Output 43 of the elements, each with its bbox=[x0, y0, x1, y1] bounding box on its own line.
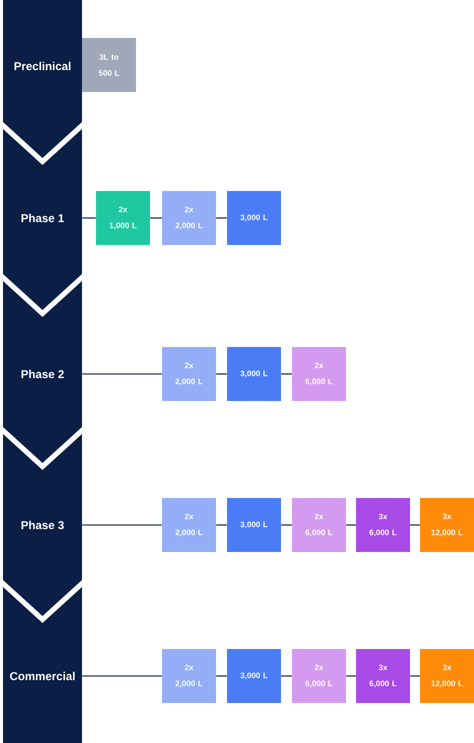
capacity-box: 2x 2,000 L bbox=[162, 347, 216, 401]
stage-band: Phase 3 bbox=[3, 434, 82, 616]
capacity-box: 3x 6,000 L bbox=[356, 649, 410, 703]
capacity-box: 3,000 L bbox=[227, 649, 281, 703]
capacity-box: 3x 12,000 L bbox=[420, 498, 474, 552]
node-label: Phase 3 bbox=[22, 520, 64, 530]
connector-line bbox=[82, 373, 162, 375]
capacity-box: 3L to 500 L bbox=[82, 38, 136, 92]
connector-line bbox=[216, 675, 227, 677]
connector-line bbox=[216, 217, 227, 219]
connector-line bbox=[150, 217, 162, 219]
stage-band: Phase 2 bbox=[3, 281, 82, 463]
connector-line bbox=[346, 675, 356, 677]
capacity-box: 3x 6,000 L bbox=[356, 498, 410, 552]
capacity-box: 2x 6,000 L bbox=[292, 347, 346, 401]
capacity-box: 2x 2,000 L bbox=[162, 191, 216, 245]
capacity-box: 3x 12,000 L bbox=[420, 649, 474, 703]
connector-line bbox=[82, 524, 162, 526]
node-label: Phase 1 bbox=[22, 214, 64, 222]
stage-band: Preclinical bbox=[3, 0, 82, 158]
capacity-box: 3,000 L bbox=[227, 347, 281, 401]
stage-band: Commercial bbox=[3, 587, 82, 743]
connector-line bbox=[346, 524, 356, 526]
node-label: Commercial bbox=[10, 672, 75, 680]
connector-line bbox=[410, 675, 420, 677]
connector-line bbox=[281, 373, 292, 375]
node-label: Preclinical bbox=[14, 62, 70, 70]
connector-line bbox=[410, 524, 420, 526]
capacity-box: 3,000 L bbox=[227, 191, 281, 245]
capacity-box: 2x 6,000 L bbox=[292, 649, 346, 703]
capacity-box: 2x 1,000 L bbox=[96, 191, 150, 245]
capacity-box: 2x 6,000 L bbox=[292, 498, 346, 552]
connector-line bbox=[82, 217, 96, 219]
stage-band: Phase 1 bbox=[3, 129, 82, 310]
connector-line bbox=[281, 675, 292, 677]
connector-line bbox=[82, 675, 162, 677]
capacity-box: 2x 2,000 L bbox=[162, 498, 216, 552]
capacity-box: 3,000 L bbox=[227, 498, 281, 552]
connector-line bbox=[281, 524, 292, 526]
node-label: Phase 2 bbox=[22, 370, 64, 378]
connector-line bbox=[216, 373, 227, 375]
connector-line bbox=[216, 524, 227, 526]
capacity-box: 2x 2,000 L bbox=[162, 649, 216, 703]
